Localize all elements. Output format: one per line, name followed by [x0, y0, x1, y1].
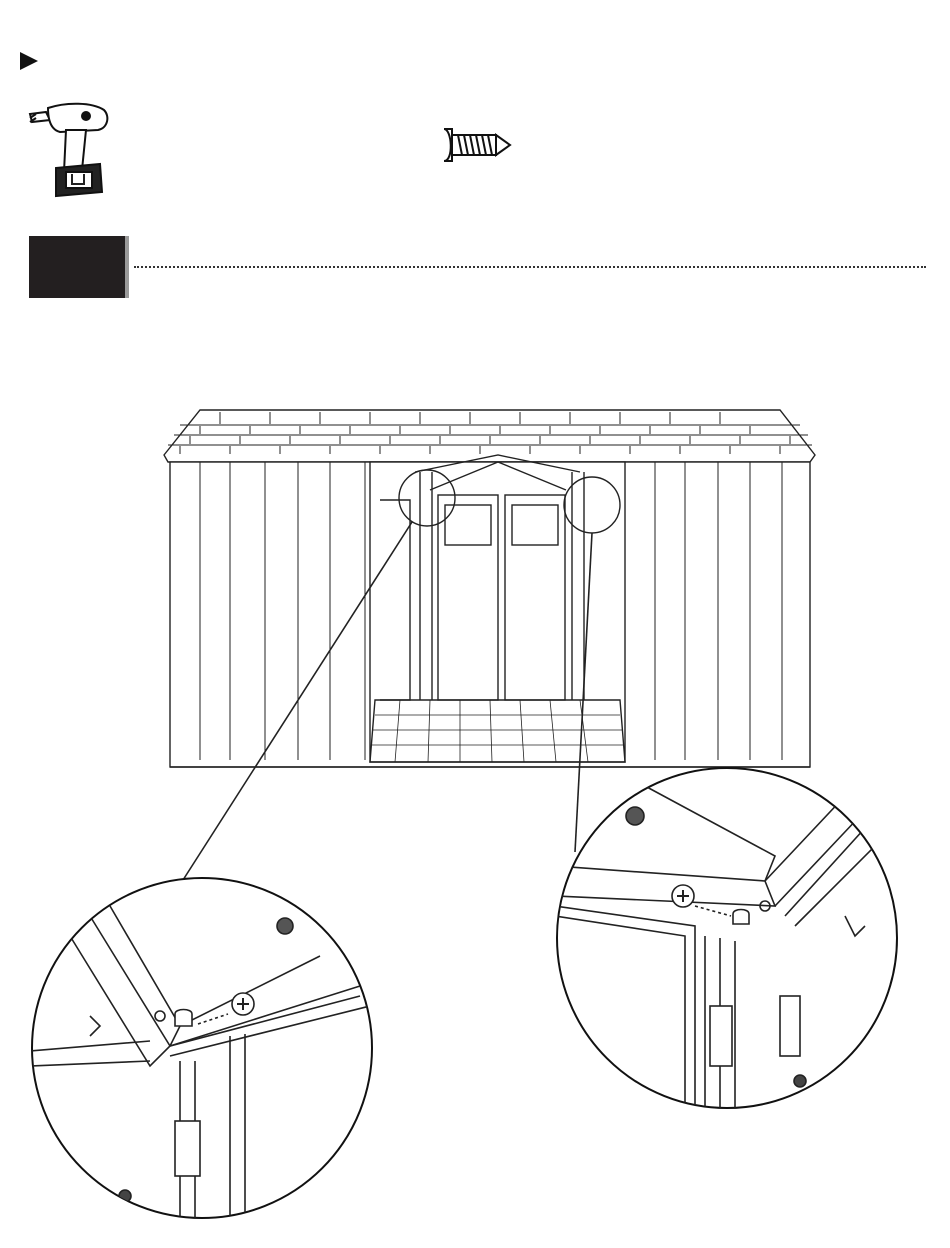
- right-door-header-detail: [555, 766, 900, 1111]
- left-door-header-detail: [30, 876, 375, 1221]
